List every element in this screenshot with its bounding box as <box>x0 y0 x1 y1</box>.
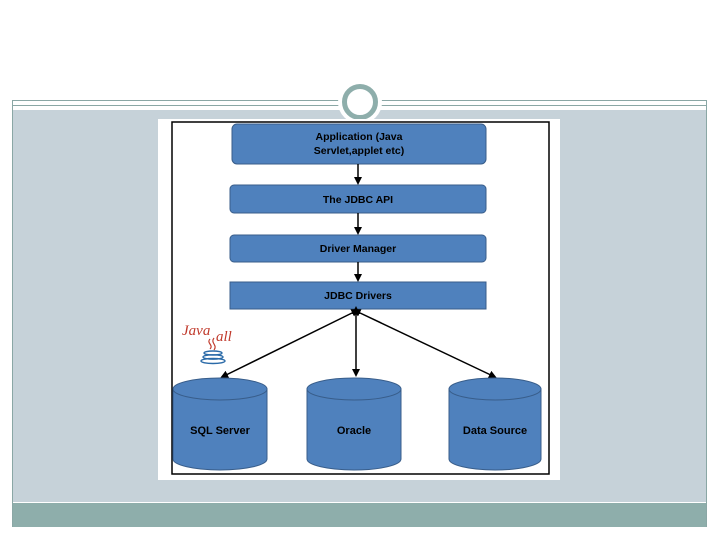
diagram-canvas: Application (Java Servlet,applet etc) Th… <box>171 121 550 475</box>
java-logo: Java all <box>182 323 232 365</box>
ornament-ring-icon <box>342 84 378 120</box>
java-logo-text-left: Java <box>182 323 210 339</box>
sql-server-database-icon <box>172 377 268 471</box>
java-cup-icon <box>200 337 226 365</box>
arrow-drivers-to-data-source <box>352 309 497 379</box>
data-source-database-icon <box>448 377 542 471</box>
data-source-label: Data Source <box>463 425 527 437</box>
driver-manager-box-label: Driver Manager <box>320 243 396 255</box>
java-logo-text-right: all <box>216 329 232 345</box>
oracle-database-icon <box>306 377 402 471</box>
slide-footer <box>13 503 706 527</box>
application-box <box>231 123 487 165</box>
arrow-drivers-to-sql-server <box>220 309 360 378</box>
application-box-label-line2: Servlet,applet etc) <box>314 145 404 157</box>
oracle-label: Oracle <box>337 425 371 437</box>
application-box-label-line1: Application (Java <box>316 131 403 143</box>
jdbc-architecture-diagram: Application (Java Servlet,applet etc) Th… <box>158 119 560 480</box>
jdbc-drivers-box <box>229 281 487 310</box>
sql-server-label: SQL Server <box>190 425 250 437</box>
jdbc-api-box-label: The JDBC API <box>323 194 393 206</box>
jdbc-drivers-box-label: JDBC Drivers <box>324 290 392 302</box>
